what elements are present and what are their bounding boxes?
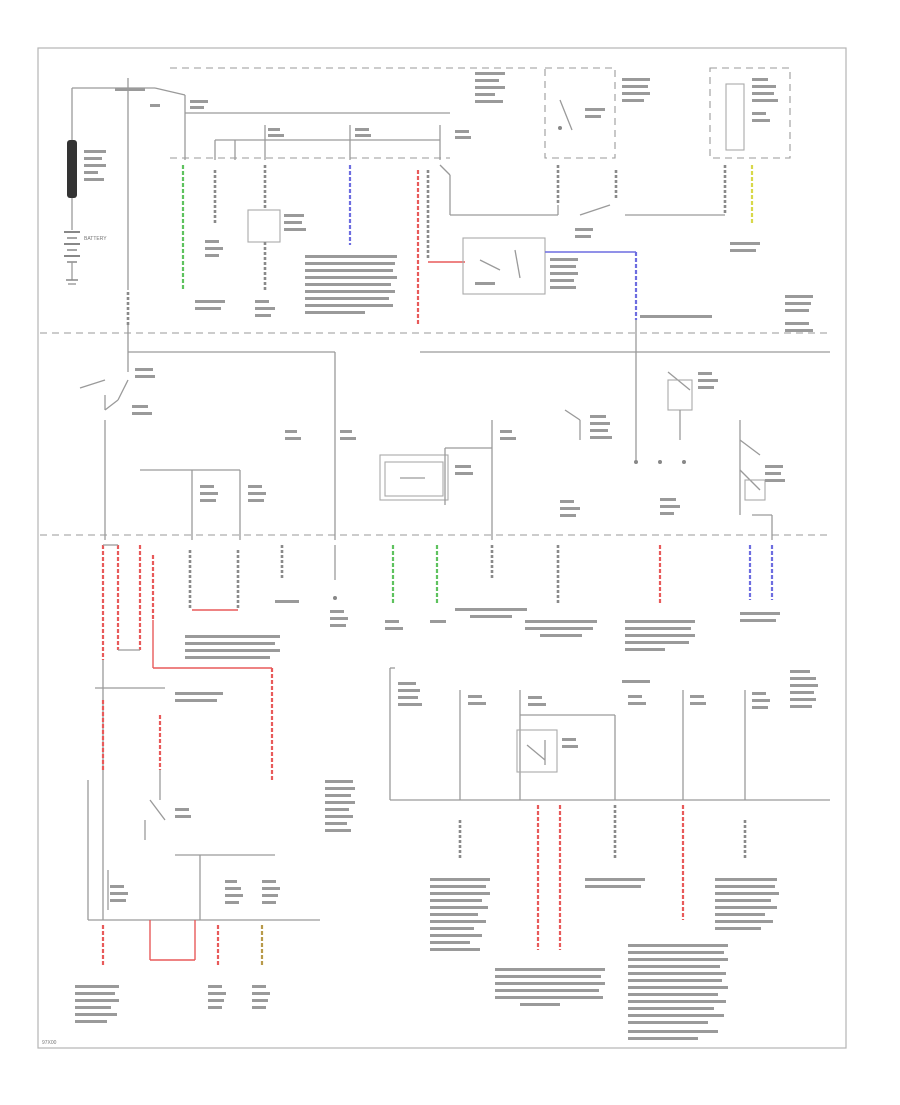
ignition-switch xyxy=(79,379,152,540)
footer-code: 97X00 xyxy=(42,1040,57,1046)
relay-box-top xyxy=(462,237,546,295)
module-box-top-right xyxy=(709,67,791,159)
relay-far-right xyxy=(739,420,785,540)
switch-box-top xyxy=(544,67,616,159)
notes-block xyxy=(628,944,728,1040)
relay-bottom-right xyxy=(516,729,578,773)
battery-icon xyxy=(64,231,80,263)
relay-right-middle xyxy=(667,379,693,411)
relay-bottom-left xyxy=(144,770,191,840)
diagram-frame xyxy=(37,47,847,1049)
battery-group: BATTERY xyxy=(64,87,155,285)
relay-box-middle xyxy=(379,454,449,501)
module-box xyxy=(247,209,281,243)
battery-label: BATTERY xyxy=(84,236,107,242)
fusible-link xyxy=(67,140,77,198)
